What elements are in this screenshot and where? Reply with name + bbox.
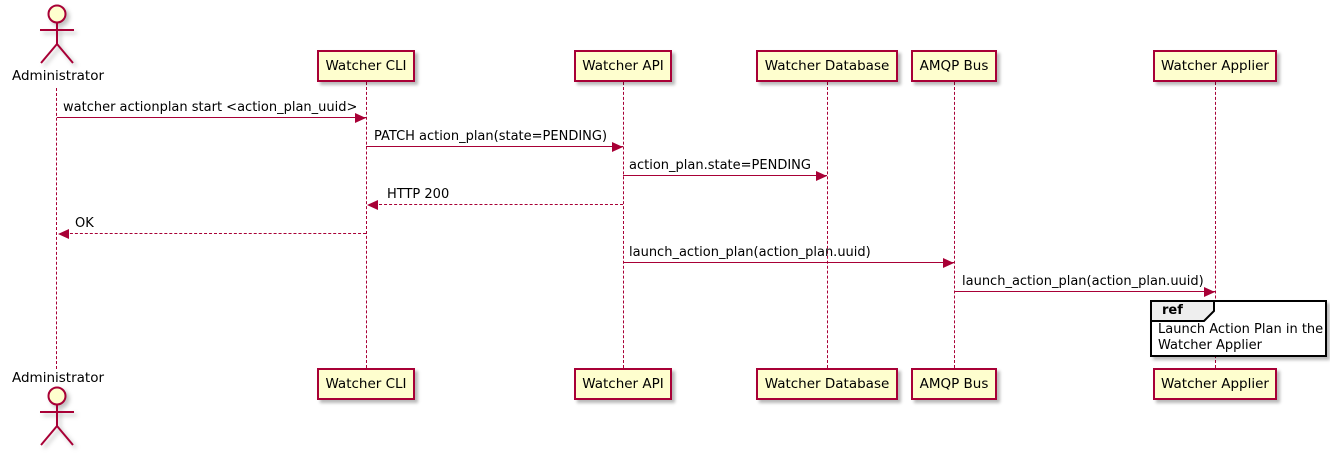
message-line-7: [954, 291, 1215, 292]
message-label-6: launch_action_plan(action_plan.uuid): [629, 245, 871, 260]
message-line-3: [623, 175, 827, 176]
arrowhead-2: [612, 142, 623, 152]
actor-name-bottom: Administrator: [11, 370, 105, 386]
participant-bottom-watcher-applier: Watcher Applier: [1153, 368, 1277, 400]
actor-icon-bottom: [40, 386, 74, 446]
actor-icon: [40, 4, 74, 64]
participant-bottom-watcher-database: Watcher Database: [756, 368, 898, 400]
participant-top-watcher-applier: Watcher Applier: [1153, 50, 1277, 82]
arrowhead-1: [355, 113, 366, 123]
participant-bottom-amqp-bus: AMQP Bus: [911, 368, 997, 400]
ref-text-line2: Watcher Applier: [1158, 338, 1262, 353]
message-label-4: HTTP 200: [387, 187, 450, 202]
message-label-5: OK: [75, 216, 94, 231]
lifeline-amqp-bus: [954, 82, 955, 368]
lifeline-watcher-api: [623, 82, 624, 368]
actor-name-top: Administrator: [11, 68, 105, 84]
message-label-7: launch_action_plan(action_plan.uuid): [962, 274, 1204, 289]
arrowhead-7: [1204, 287, 1215, 297]
message-label-2: PATCH action_plan(state=PENDING): [374, 129, 608, 144]
participant-bottom-watcher-api: Watcher API: [574, 368, 672, 400]
message-line-6: [623, 262, 954, 263]
arrowhead-4: [367, 200, 378, 210]
lifeline-watcher-cli: [366, 82, 367, 368]
ref-header-shape: [1150, 300, 1215, 322]
arrowhead-5: [58, 229, 69, 239]
message-line-2: [366, 146, 623, 147]
participant-top-watcher-cli: Watcher CLI: [317, 50, 415, 82]
message-label-1: watcher actionplan start <action_plan_uu…: [63, 100, 358, 115]
ref-fragment: ref Launch Action Plan in the Watcher Ap…: [1150, 300, 1327, 357]
ref-keyword: ref: [1162, 303, 1183, 318]
participant-top-watcher-database: Watcher Database: [756, 50, 898, 82]
participant-top-amqp-bus: AMQP Bus: [911, 50, 997, 82]
participant-bottom-watcher-cli: Watcher CLI: [317, 368, 415, 400]
ref-text-line1: Launch Action Plan in the: [1158, 322, 1324, 337]
message-label-3: action_plan.state=PENDING: [629, 158, 811, 173]
lifeline-administrator: [56, 88, 57, 369]
lifeline-watcher-database: [827, 82, 828, 368]
message-line-4: [369, 204, 623, 205]
message-line-1: [57, 117, 366, 118]
lifeline-watcher-applier: [1215, 82, 1216, 368]
participant-top-watcher-api: Watcher API: [574, 50, 672, 82]
arrowhead-3: [816, 171, 827, 181]
arrowhead-6: [943, 258, 954, 268]
message-line-5: [60, 233, 366, 234]
